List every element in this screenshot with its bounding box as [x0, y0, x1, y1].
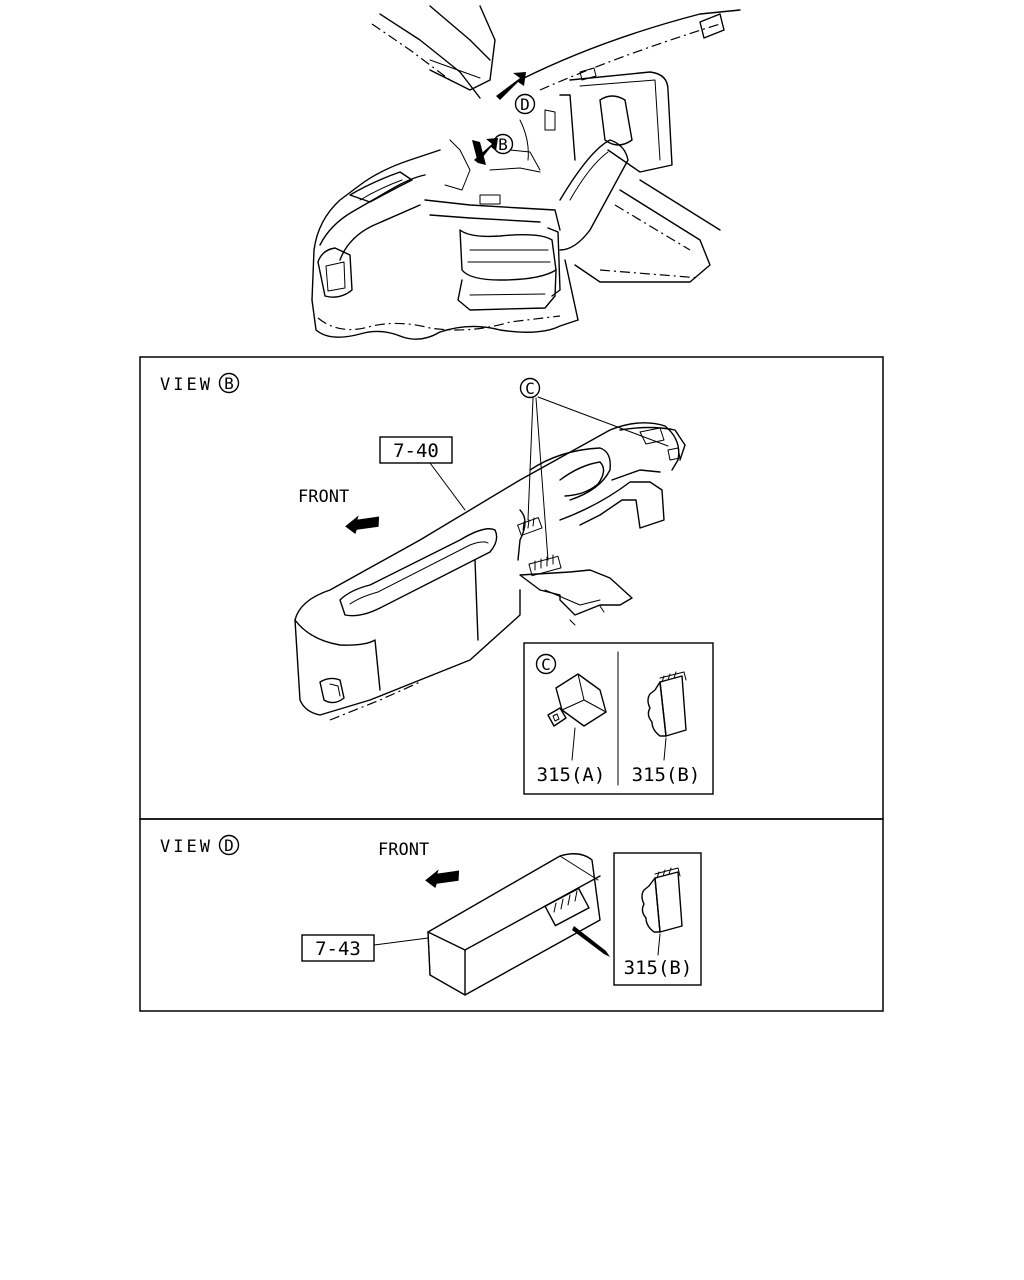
svg-text:VIEW: VIEW: [160, 837, 213, 857]
view-b-title: VIEW B: [160, 372, 240, 395]
part-315a-label: 315(A): [537, 764, 606, 786]
top-marker-d: D: [514, 93, 536, 115]
part-ref-7-43: 7-43: [301, 934, 429, 962]
switch-cluster-lower: [528, 554, 562, 577]
cab-interior-illustration: [311, 5, 741, 340]
svg-text:C: C: [541, 655, 551, 674]
view-d-panel: [139, 818, 884, 1012]
svg-text:FRONT: FRONT: [378, 840, 429, 860]
part-315b-label-d: 315(B): [624, 957, 693, 979]
view-d-front-label: FRONT: [378, 840, 429, 860]
part-315b-icon: [641, 867, 683, 956]
front-arrow-icon: [345, 515, 380, 535]
svg-text:7-40: 7-40: [393, 440, 439, 462]
svg-text:D: D: [520, 95, 530, 114]
switch-cluster-upper: [517, 517, 543, 536]
part-ref-7-40: 7-40: [379, 436, 466, 511]
svg-text:C: C: [525, 379, 535, 398]
view-b-panel: [139, 356, 884, 820]
svg-text:FRONT: FRONT: [298, 487, 349, 507]
svg-text:VIEW: VIEW: [160, 375, 213, 395]
svg-text:7-43: 7-43: [315, 938, 361, 960]
overhead-console-illustration: [427, 853, 610, 996]
part-315b-label-b: 315(B): [632, 764, 701, 786]
svg-text:D: D: [224, 836, 234, 855]
part-315a-icon: [547, 673, 607, 761]
view-b-callout-c: C: [519, 377, 669, 561]
front-arrow-icon: [425, 869, 460, 889]
view-d-arrow: [496, 72, 526, 100]
svg-text:B: B: [498, 135, 508, 154]
detail-box-c: C: [523, 642, 714, 795]
view-b-front-label: FRONT: [298, 487, 349, 507]
view-d-title: VIEW D: [160, 834, 240, 857]
instrument-panel-illustration: [294, 422, 686, 721]
top-marker-b: B: [492, 133, 514, 155]
svg-text:B: B: [224, 374, 234, 393]
part-315b-icon: [647, 671, 687, 761]
